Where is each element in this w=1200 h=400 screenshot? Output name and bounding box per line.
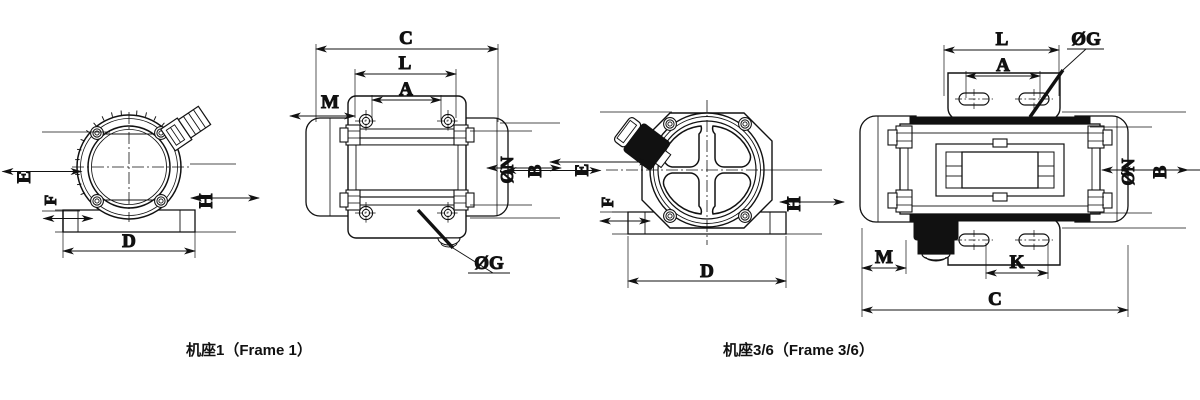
dim-F-frame36-front: F [598,196,651,235]
dim-label-N: ØN [497,156,517,183]
dim-label-K: K [1010,252,1025,273]
dim-D-frame36-front: D [627,236,787,288]
dim-label-D: D [122,231,136,252]
dim-label-F: F [598,197,617,207]
dim-label-D: D [700,261,714,282]
frame36-top-lower-foot [909,212,1091,266]
dim-C-frame36-top: C [861,228,1129,317]
frame36-front-terminal-box [613,117,672,170]
frame1-top-clamps [339,124,475,211]
dim-label-C: C [399,28,413,49]
dim-F-frame1-front: F [41,194,94,233]
callout-G-frame36-top: ØG [1028,29,1104,118]
dim-label-M: M [875,247,893,268]
frame1-top-rails [355,137,459,198]
dim-H-frame36-front: H [760,169,845,235]
dim-L-frame36-top: L [943,29,1060,96]
dim-label-E: E [14,171,35,184]
dim-L-frame1-top: L [354,53,457,118]
frame36-top-rails [899,123,1101,215]
dim-label-M: M [321,92,339,113]
dim-label-N: ØN [1118,158,1138,185]
frame36-front-housing [606,100,773,245]
dim-label-G: ØG [474,253,504,274]
dim-K-frame36-top: K [985,243,1049,279]
dim-label-H: H [784,196,805,211]
frame1-front-housing [72,110,190,222]
dim-D-frame1-front: D [62,214,196,258]
frame1-front-terminal-box [159,105,212,152]
dim-label-F: F [41,195,60,205]
frame36-top-cable-gland [913,217,959,262]
dim-label-G: ØG [1071,29,1101,50]
dim-M-frame1-top: M [289,92,356,120]
dim-label-E: E [572,164,593,177]
view-frame36-top: L A ØG ØN B [859,29,1200,317]
callout-G-frame1-top: ØG [416,208,510,275]
dim-label-B: B [525,164,546,177]
caption-frame36: 机座3/6（Frame 3/6） [723,341,874,359]
view-frame1-front: E F D H [1,105,260,258]
dim-label-B: B [1150,165,1171,178]
dim-C-frame1-top: C [315,28,499,122]
dim-label-L: L [399,53,412,74]
dim-B-frame36-top: B [1062,111,1200,229]
dim-A-frame36-top: A [965,55,1041,98]
dim-label-H: H [196,193,217,208]
dim-label-L: L [996,29,1009,50]
dim-A-frame1-top: A [371,79,442,120]
dim-H-frame1-front: H [190,163,260,233]
caption-frame1: 机座1（Frame 1） [186,341,312,359]
dim-M-frame36-top: M [861,240,907,274]
view-frame36-front: E F D H [549,100,845,288]
view-frame1-top: C L A M ØN [289,28,602,275]
frame36-top-clamps [887,125,1113,213]
dim-label-A: A [399,79,413,100]
dim-label-C: C [988,289,1002,310]
dim-E-frame1-front: E [1,131,110,212]
dim-B-frame1-top: B [470,122,602,219]
frame36-top-upper-foot [909,72,1091,126]
dim-label-A: A [996,55,1010,76]
